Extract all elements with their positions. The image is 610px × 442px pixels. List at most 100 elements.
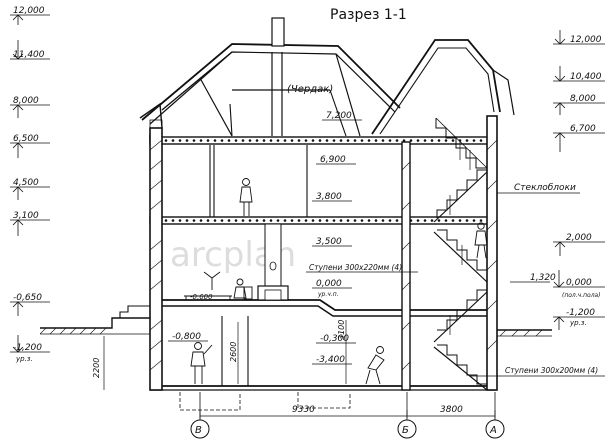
slab-dot — [178, 139, 182, 142]
slab-dot — [430, 139, 434, 142]
slab-dot — [227, 219, 231, 222]
slab-dot — [185, 139, 189, 142]
dining-group — [184, 271, 253, 300]
elev-mark-i-0600: -0,600 — [190, 293, 213, 301]
slab-hatching — [164, 139, 483, 222]
slab-dot — [220, 139, 224, 142]
elev-text: 11,400 — [13, 50, 45, 60]
elev-mark-r-12000: 12,000 — [553, 30, 605, 45]
slab-dot — [234, 139, 238, 142]
slab-dot — [360, 139, 364, 142]
elev-mark-l-4500: 4,500 — [10, 178, 50, 200]
ground — [39, 305, 552, 411]
elev-sub: ур.з. — [15, 355, 33, 363]
slab-dot — [479, 219, 483, 222]
slab-dot — [304, 139, 308, 142]
drawing-title: Разрез 1-1 — [330, 7, 407, 23]
axis-label: А — [489, 425, 497, 436]
slab-dot — [325, 139, 329, 142]
stairs-lower-label: Ступени 300x200мм (4) — [505, 366, 598, 375]
elev-text: 2,000 — [566, 233, 592, 243]
slab-dot — [325, 219, 329, 222]
slab-dot — [465, 139, 469, 142]
elev-mark-l-11400: 11,400 — [10, 40, 50, 60]
slab-dot — [206, 219, 210, 222]
grid-axes: В Б А — [190, 392, 505, 439]
slab-dot — [353, 219, 357, 222]
elev-text: 1,320 — [530, 273, 556, 283]
elev-mark-r-m1200: -1,200 ур.з. — [553, 308, 605, 330]
slab-dot — [227, 139, 231, 142]
slab-dot — [388, 139, 392, 142]
slab-dot — [367, 219, 371, 222]
elev-text: 4,500 — [13, 178, 39, 188]
slab-dot — [255, 139, 259, 142]
slab-dot — [346, 219, 350, 222]
elev-mark-i-3800: 3,800 — [312, 192, 352, 202]
slab-dot — [269, 139, 273, 142]
elev-text: 6,900 — [320, 155, 346, 165]
stairs-upper-label: Ступени 300x220мм (4) — [309, 263, 402, 272]
slab-dot — [171, 139, 175, 142]
elev-mark-i-6900: 6,900 — [316, 155, 356, 165]
slab-dot — [283, 139, 287, 142]
elev-text: -0,300 — [320, 334, 349, 344]
slab-dot — [276, 139, 280, 142]
elev-text: 6,500 — [13, 134, 39, 144]
elev-text: 3,800 — [316, 192, 342, 202]
slab-dot — [290, 219, 294, 222]
slab-dot — [472, 219, 476, 222]
axis-marker-b: Б — [397, 419, 417, 439]
elev-text: 3,100 — [13, 211, 39, 221]
roof — [139, 17, 515, 140]
person-upper — [239, 178, 253, 216]
staircase — [433, 117, 488, 391]
slab-dot — [283, 219, 287, 222]
slab-dot — [199, 139, 203, 142]
slab-dot — [360, 219, 364, 222]
elev-text: 12,000 — [13, 6, 45, 16]
slab-dot — [241, 139, 245, 142]
elev-mark-l-m0650: -0,650 — [10, 293, 50, 316]
slab-dot — [213, 219, 217, 222]
chimney — [271, 17, 285, 47]
slab-dot — [437, 139, 441, 142]
slab-dot — [332, 219, 336, 222]
slab-dot — [430, 219, 434, 222]
elev-mark-l-12000: 12,000 — [10, 6, 50, 25]
elev-mark-r-10400: 10,400 — [553, 66, 605, 82]
slab-dot — [395, 219, 399, 222]
slab-dot — [451, 219, 455, 222]
slab-dot — [367, 139, 371, 142]
dim-3100: 3100 — [337, 320, 346, 340]
slab-dot — [374, 219, 378, 222]
elev-mark-l-3100: 3,100 — [10, 211, 50, 236]
elev-text: 0,000 — [316, 279, 342, 289]
elev-text: -1,200 — [566, 308, 595, 318]
person-stairs — [474, 222, 488, 259]
slab-dot — [402, 139, 406, 142]
elev-text: 10,400 — [570, 72, 602, 82]
elev-mark-i-0300: -0,300 — [316, 334, 356, 344]
slab-dot — [381, 139, 385, 142]
slab-dot — [479, 139, 483, 142]
axis-label: Б — [402, 425, 409, 436]
slab-dot — [318, 139, 322, 142]
elev-mark-r-8000: 8,000 — [553, 94, 605, 115]
slab-dot — [262, 139, 266, 142]
slab-dot — [297, 219, 301, 222]
slab-dot — [192, 219, 196, 222]
slab-dot — [416, 139, 420, 142]
slab-dot — [472, 139, 476, 142]
elev-mark-l-8000: 8,000 — [10, 96, 50, 118]
walls — [149, 115, 498, 391]
right-outer-wall — [486, 115, 498, 391]
slab-dot — [304, 219, 308, 222]
elev-text: -0,800 — [172, 332, 201, 342]
glass-blocks-label: Стеклоблоки — [514, 183, 576, 193]
right-elevation-markers: 12,000 10,400 8,000 6,700 2,000 — [553, 30, 605, 330]
slab-dot — [276, 219, 280, 222]
slab-dot — [346, 139, 350, 142]
slab-dot — [241, 219, 245, 222]
person-basement — [190, 342, 213, 384]
